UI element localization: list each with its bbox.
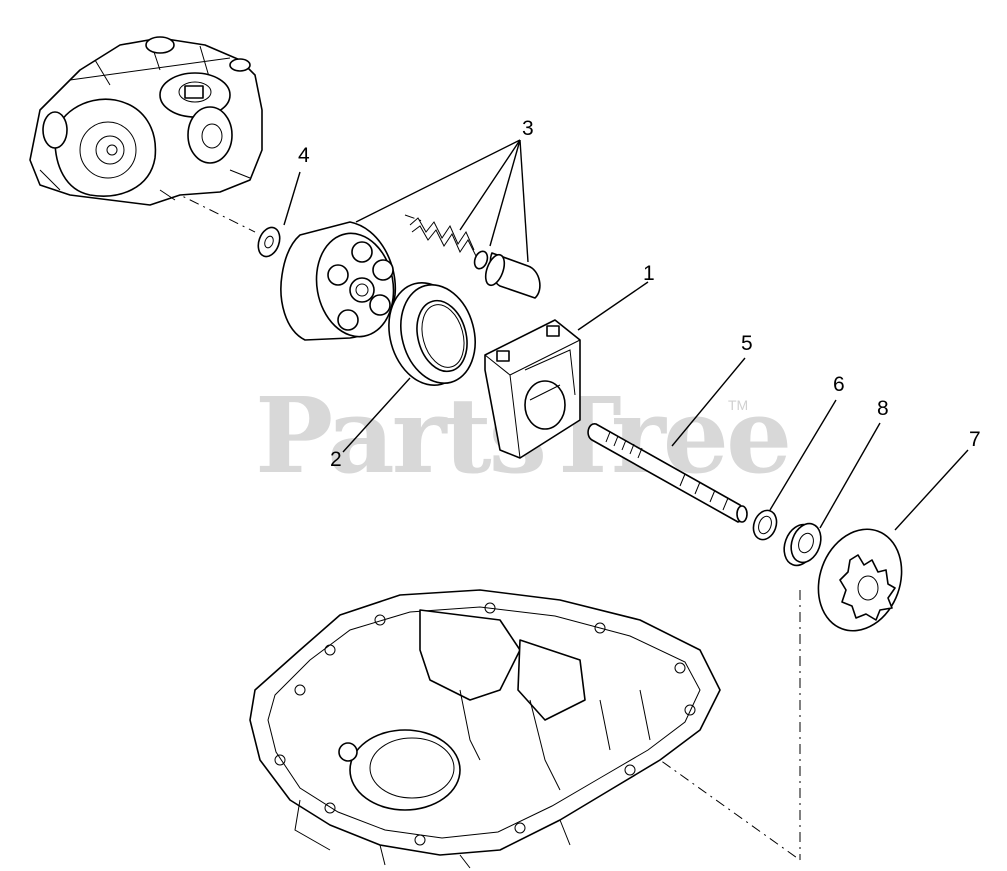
callout-5: 5	[741, 332, 753, 355]
part-8-bearing	[783, 522, 822, 567]
part-6-retaining-ring	[752, 509, 778, 541]
callout-8: 8	[877, 397, 889, 420]
callout-2: 2	[330, 448, 342, 471]
callout-6: 6	[833, 373, 845, 396]
part-1-swash-block	[484, 319, 581, 459]
part-4-washer	[257, 226, 281, 258]
upper-housing	[29, 36, 263, 206]
watermark-trademark: TM	[728, 397, 748, 413]
callouts: 1 2 3 4 5 6 7 8	[298, 117, 981, 471]
part-2-thrust-ring	[388, 282, 476, 386]
cylinder-block	[280, 221, 397, 341]
part-3-spring-set	[409, 217, 541, 299]
lower-housing	[249, 589, 721, 869]
callout-3: 3	[522, 117, 534, 140]
part-7-gear	[817, 528, 903, 632]
part-5-shaft	[587, 423, 748, 523]
callout-4: 4	[298, 144, 310, 167]
callout-7: 7	[969, 428, 981, 451]
callout-1: 1	[643, 262, 655, 285]
leader-lines	[283, 139, 969, 531]
